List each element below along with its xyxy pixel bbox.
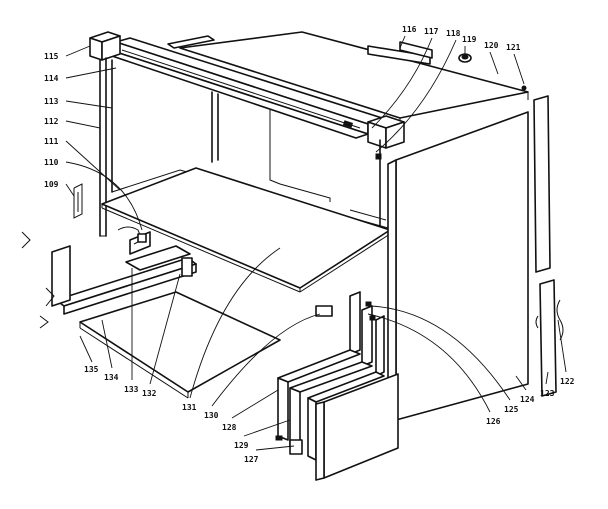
callout-114: 114 <box>44 74 59 83</box>
callout-110: 110 <box>44 158 59 167</box>
callout-128: 128 <box>222 423 237 432</box>
callout-135: 135 <box>84 365 99 374</box>
callout-131: 131 <box>182 403 197 412</box>
callout-120: 120 <box>484 41 499 50</box>
callout-129: 129 <box>234 441 249 450</box>
callout-115: 115 <box>44 52 59 61</box>
door-trims <box>277 291 385 461</box>
callout-130: 130 <box>204 411 219 420</box>
callout-121: 121 <box>506 43 521 52</box>
top-panel <box>167 31 529 126</box>
callout-132: 132 <box>142 389 157 398</box>
callout-111: 111 <box>44 137 59 146</box>
right-trim-strips <box>521 85 564 397</box>
callout-122: 122 <box>560 377 575 386</box>
callout-labels: 115 114 113 112 111 110 109 116 117 118 … <box>44 25 575 464</box>
callout-124: 124 <box>520 395 535 404</box>
callout-116: 116 <box>402 25 417 34</box>
callout-109: 109 <box>44 180 59 189</box>
front-bottom-panel <box>275 373 399 481</box>
light-bar <box>89 31 405 160</box>
callout-127: 127 <box>244 455 259 464</box>
callout-126: 126 <box>486 417 501 426</box>
callout-118: 118 <box>446 29 461 38</box>
leader-lines <box>65 35 567 451</box>
callout-113: 113 <box>44 97 59 106</box>
callout-112: 112 <box>44 117 59 126</box>
callout-133: 133 <box>124 385 139 394</box>
bottom-floor <box>79 291 281 399</box>
knob-119 <box>458 53 472 63</box>
callout-125: 125 <box>504 405 519 414</box>
callout-119: 119 <box>462 35 477 44</box>
right-side-panel <box>387 111 529 425</box>
callout-123: 123 <box>540 389 555 398</box>
callout-117: 117 <box>424 27 439 36</box>
left-brackets <box>21 183 147 329</box>
callout-134: 134 <box>104 373 119 382</box>
